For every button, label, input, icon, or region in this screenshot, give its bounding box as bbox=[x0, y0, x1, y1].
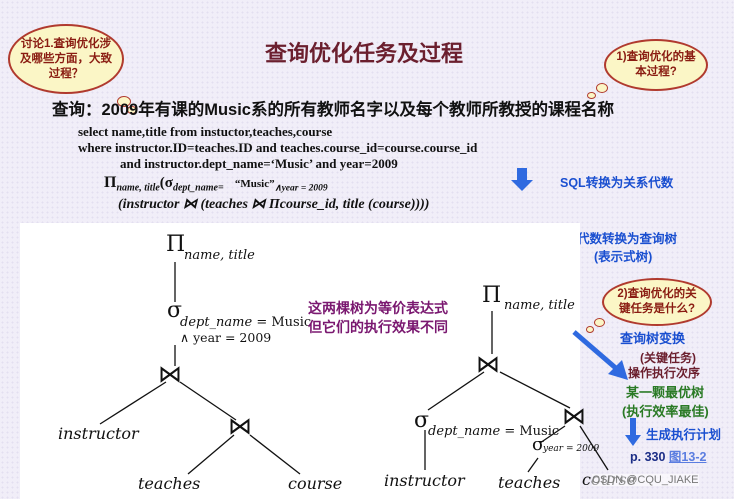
right-tree-selection-year-symbol: σ bbox=[532, 434, 545, 455]
right-tree-projection-attrs: name, title bbox=[504, 298, 575, 313]
step-best-tree: 某一颗最优树 bbox=[626, 385, 705, 400]
sql-line-3: and instructor.dept_name=‘Music’ and yea… bbox=[120, 156, 398, 171]
right-tree-selection-attr: dept_name bbox=[428, 424, 501, 439]
right-tree-selection-cond: dept_name = Music bbox=[428, 422, 559, 440]
left-tree-selection-cond: dept_name = Music bbox=[180, 313, 311, 331]
bubble-puff bbox=[586, 326, 594, 333]
ra-music: “Music” bbox=[234, 178, 275, 190]
page-reference-text: p. 330 bbox=[630, 450, 666, 464]
bubble-puff bbox=[117, 96, 131, 107]
right-tree-selection-year-cond: year = 2009 bbox=[543, 444, 600, 454]
diagonal-arrow-icon bbox=[572, 330, 628, 380]
equivalence-note-line-1: 这两棵树为等价表达式 bbox=[308, 300, 448, 316]
down-arrow-icon bbox=[625, 418, 641, 446]
down-arrow-icon bbox=[511, 168, 533, 191]
ra-expression-line-1: Πname, title(σdept_name= “Music”∧year = … bbox=[104, 174, 328, 194]
step-generate-plan: 生成执行计划 bbox=[646, 428, 722, 442]
discussion-bubble: 讨论1.查询优化涉及哪些方面，大致过程？ bbox=[8, 24, 124, 94]
bubble-puff bbox=[587, 92, 596, 99]
ra-expression-line-2: (instructor ⋈ (teaches ⋈ Πcourse_id, tit… bbox=[118, 197, 430, 212]
ra-sigma: (σ bbox=[159, 175, 173, 191]
right-tree-join-top: ⋈ bbox=[476, 350, 500, 378]
left-tree-join-bottom: ⋈ bbox=[228, 412, 252, 440]
bubble-puff bbox=[127, 106, 137, 114]
step-ra-to-tree: 关系代数转换为查询树 bbox=[552, 232, 678, 246]
left-tree-teaches: teaches bbox=[138, 474, 201, 493]
step-best-tree-sub: (执行效率最佳) bbox=[622, 404, 709, 419]
watermark: CSDN @CQU_JIAKE bbox=[592, 474, 699, 486]
sql-line-2: where instructor.ID=teaches.ID and teach… bbox=[78, 140, 478, 155]
tree-panel bbox=[20, 223, 580, 499]
right-tree-selection-value: = Music bbox=[500, 424, 560, 439]
right-tree-join-bottom: ⋈ bbox=[562, 402, 586, 430]
query-statement: 查询：2009年有课的Music系的所有教师名字以及每个教师所教授的课程名称 bbox=[52, 101, 614, 119]
step-tree-transform: 查询树变换 bbox=[620, 331, 686, 346]
left-tree-join-top: ⋈ bbox=[158, 360, 182, 388]
bubble-puff bbox=[596, 83, 608, 93]
equivalence-note-line-2: 但它们的执行效果不同 bbox=[308, 319, 448, 335]
left-tree-selection-symbol: σ bbox=[167, 298, 183, 323]
left-tree-selection-value: = Music bbox=[252, 315, 312, 330]
equivalence-note: 这两棵树为等价表达式 但它们的执行效果不同 bbox=[308, 299, 448, 337]
left-tree-projection-symbol: Π bbox=[166, 232, 186, 257]
right-tree-projection-symbol: Π bbox=[482, 283, 502, 308]
right-tree-teaches: teaches bbox=[498, 473, 561, 492]
left-tree-course: course bbox=[288, 474, 343, 493]
ra-cond: ∧year = 2009 bbox=[274, 183, 328, 194]
step-ra-to-tree-sub: (表示式树) bbox=[594, 250, 653, 264]
figure-link[interactable]: 图13-2 bbox=[668, 450, 707, 464]
ra-pi: Π bbox=[104, 174, 117, 191]
step-key-task: (关键任务) bbox=[640, 351, 696, 365]
ra-pi-sub: name, title bbox=[116, 182, 160, 194]
right-tree-instructor: instructor bbox=[384, 471, 465, 490]
question-bubble-1-text: 1)查询优化的基本过程? bbox=[616, 51, 696, 78]
left-tree-year-cond: ∧ year = 2009 bbox=[180, 330, 272, 345]
page-title: 查询优化任务及过程 bbox=[265, 41, 464, 66]
ra-sigma-sub: dept_name= bbox=[172, 182, 224, 194]
discussion-bubble-text: 讨论1.查询优化涉及哪些方面，大致过程？ bbox=[20, 37, 112, 80]
step-execution-order: 操作执行次序 bbox=[628, 366, 701, 380]
question-bubble-2: 2)查询优化的关键任务是什么? bbox=[602, 278, 712, 326]
page-reference: p. 330 图13-2 bbox=[630, 446, 706, 465]
question-bubble-2-text: 2)查询优化的关键任务是什么? bbox=[617, 288, 697, 315]
right-tree-selection-symbol: σ bbox=[414, 408, 430, 433]
left-tree-projection-attrs: name, title bbox=[184, 248, 255, 263]
sql-line-1: select name,title from instuctor,teaches… bbox=[78, 124, 333, 139]
bubble-puff bbox=[594, 318, 605, 327]
left-tree-instructor: instructor bbox=[58, 424, 139, 443]
left-tree-selection-attr: dept_name bbox=[180, 315, 253, 330]
question-bubble-1: 1)查询优化的基本过程? bbox=[604, 39, 708, 91]
step-sql-to-ra: SQL转换为关系代数 bbox=[560, 176, 674, 190]
